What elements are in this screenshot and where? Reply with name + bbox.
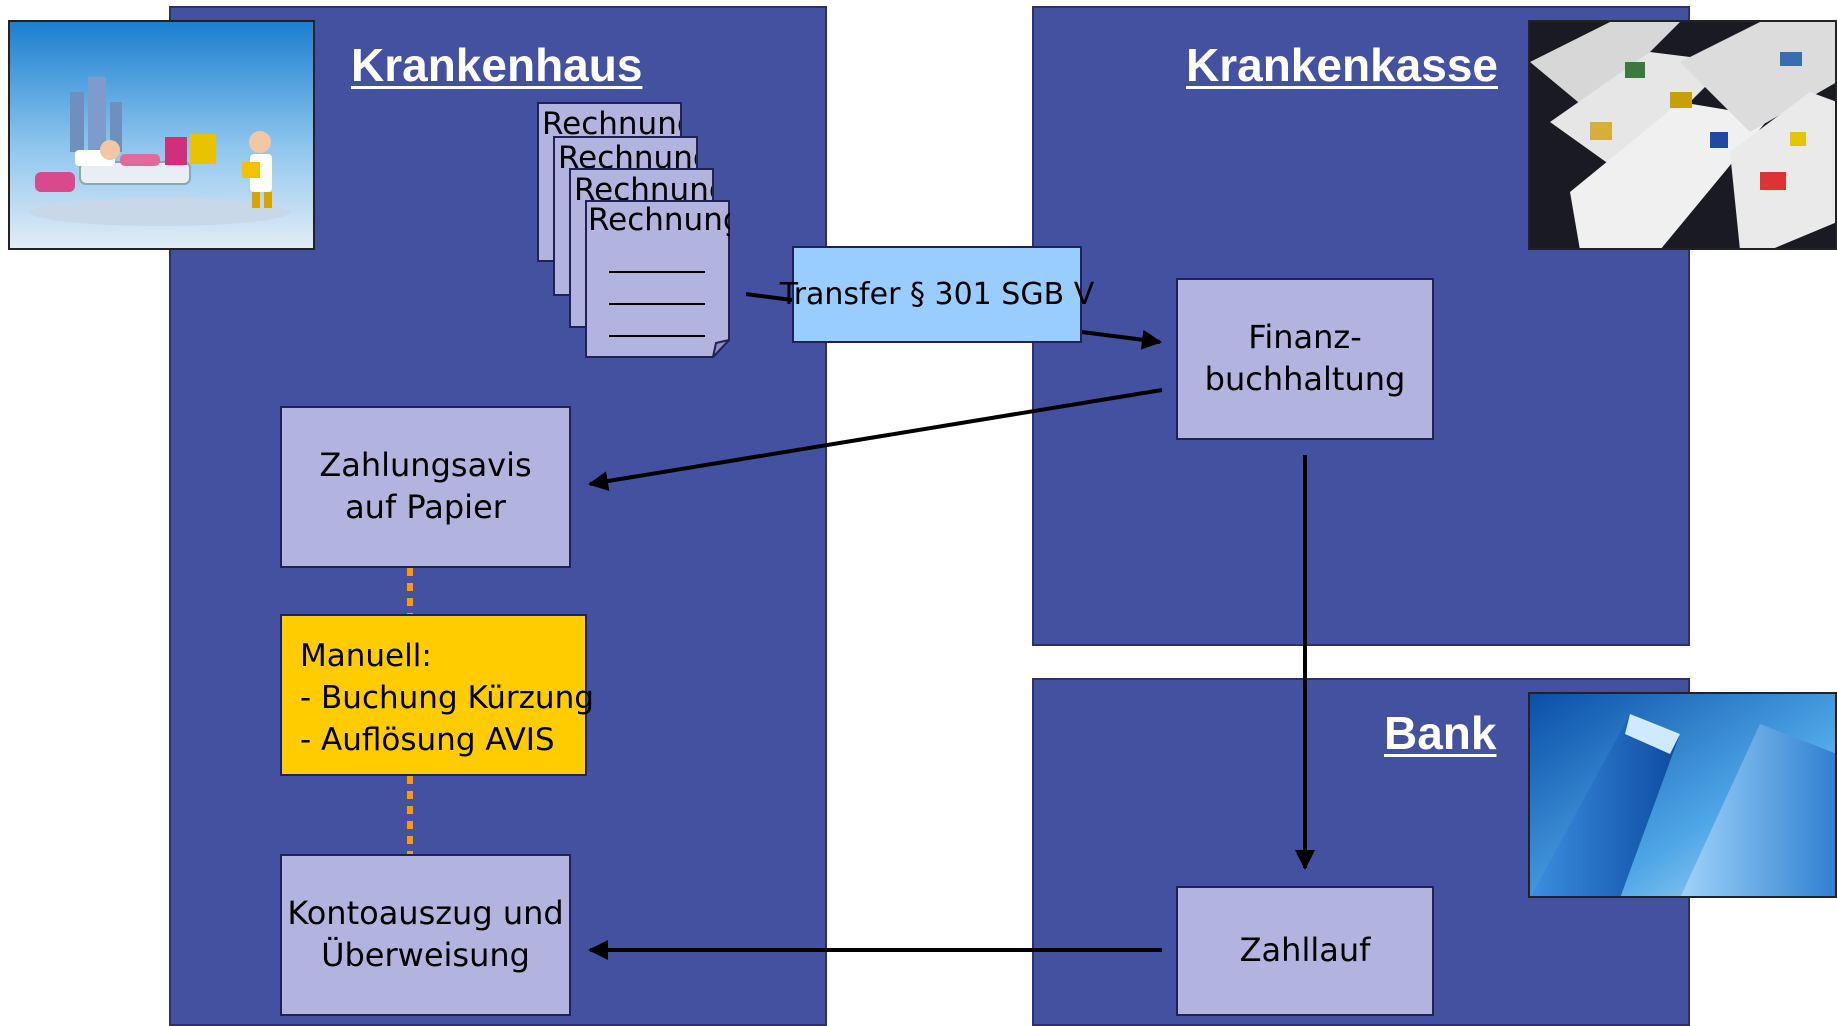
invoice-document-4: Rechnung	[585, 200, 730, 358]
invoice-to-transfer-line	[745, 292, 793, 302]
manual-heading: Manuell:	[300, 638, 432, 674]
transfer-box: Transfer § 301 SGB V	[780, 246, 1094, 343]
finanz-to-avis-arrow	[588, 388, 1163, 491]
bank-towers-photo	[1528, 692, 1837, 898]
kontoauszug-box: Kontoauszug und Überweisung	[280, 854, 571, 1016]
transfer-to-finanz-arrow	[1081, 329, 1162, 350]
zahlungsavis-box: Zahlungsavis auf Papier	[280, 406, 571, 568]
finanzbuchhaltung-box: Finanz- buchhaltung	[1176, 278, 1434, 440]
krankenkasse-title: Krankenkasse	[1186, 39, 1498, 91]
bank-title: Bank	[1384, 707, 1497, 759]
insurance-cards-photo	[1528, 20, 1837, 250]
krankenhaus-title: Krankenhaus	[351, 39, 643, 91]
manual-item: - Auflösung AVIS	[300, 721, 555, 758]
invoice-label: Rechnung	[588, 202, 730, 238]
folded-page-shape	[585, 200, 730, 358]
zahllauf-box: Zahllauf	[1176, 886, 1434, 1016]
manual-item: - Buchung Kürzung	[300, 679, 594, 716]
manual-steps-box: Manuell: - Buchung Kürzung - Auflösung A…	[280, 614, 594, 776]
hospital-photo	[8, 20, 315, 250]
